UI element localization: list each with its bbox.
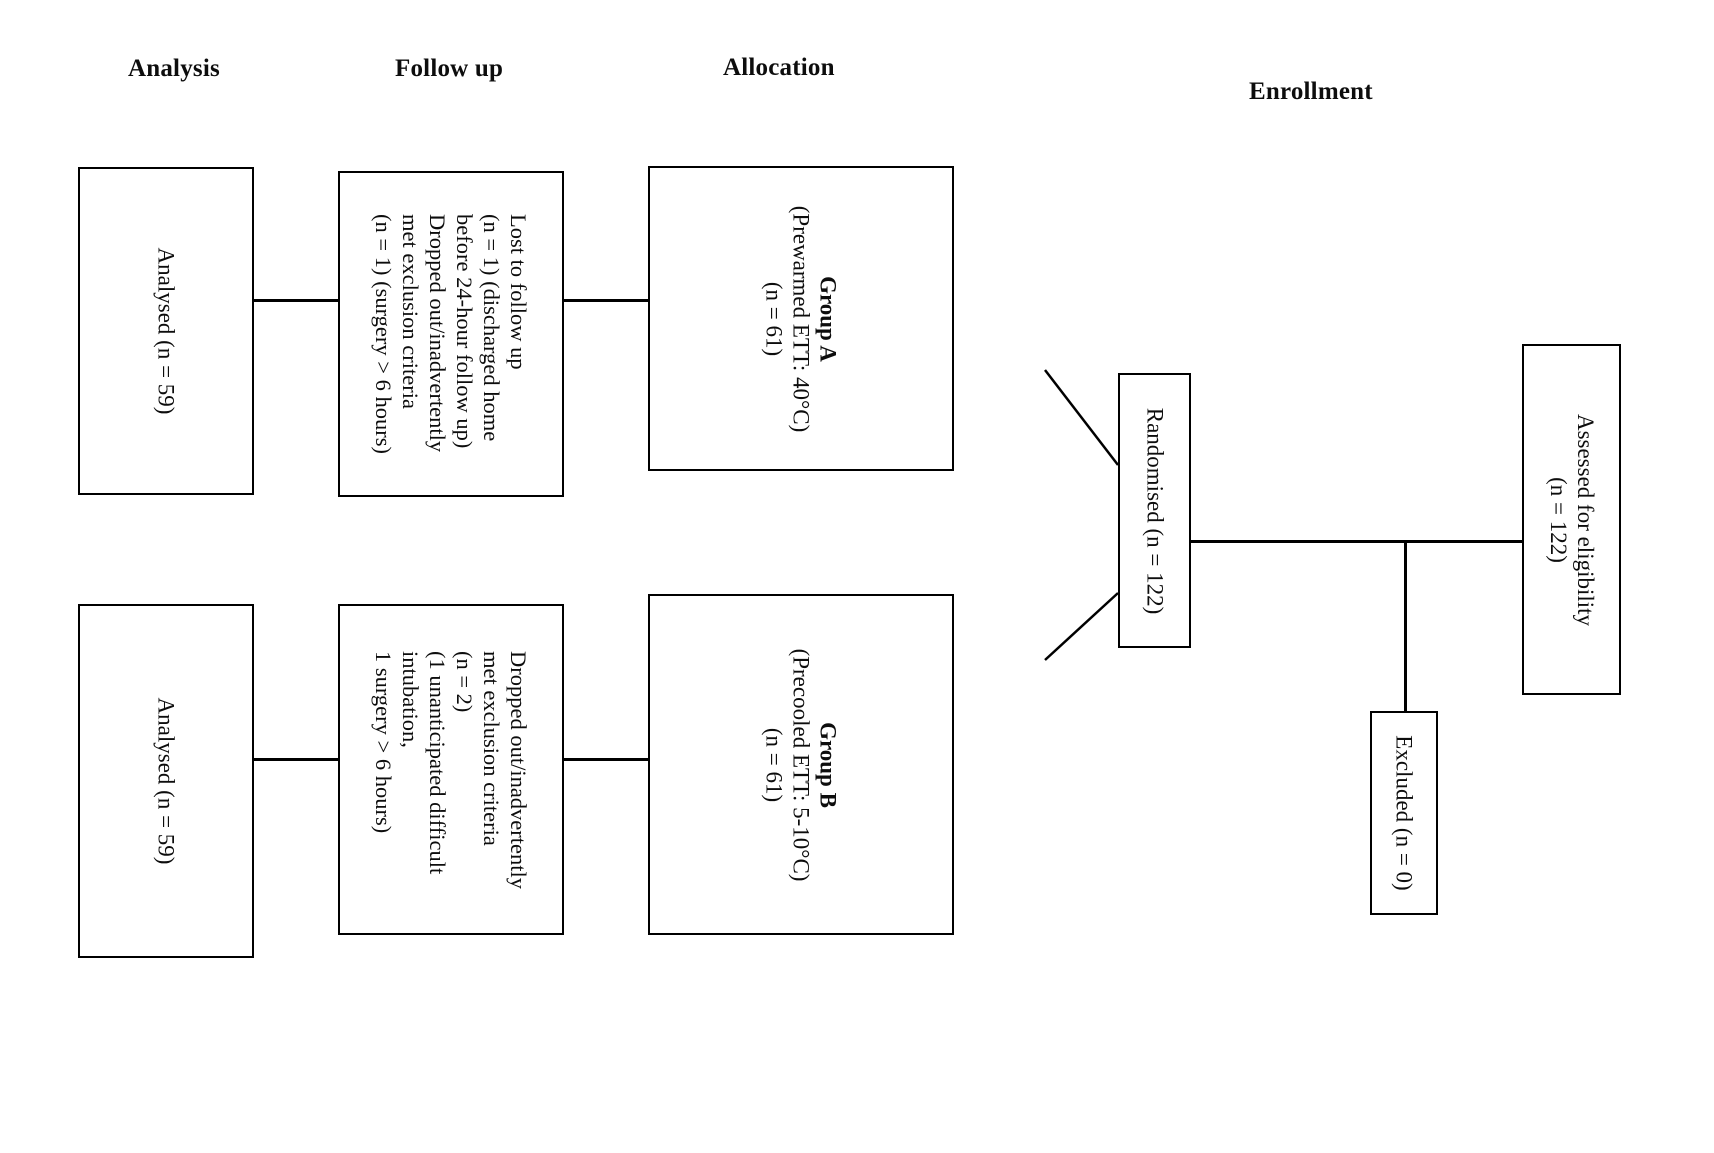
- connector-group-a-to-followup-a: [563, 299, 649, 302]
- node-excluded-text: Excluded (n = 0): [1390, 735, 1417, 890]
- followup-a-line-5: met exclusion criteria: [398, 214, 423, 409]
- followup-a-line-6: (n = 1) (surgery > 6 hours): [371, 214, 396, 454]
- randomised-line-1: Randomised (n = 122): [1142, 407, 1168, 614]
- followup-a-line-1: Lost to follow up: [506, 214, 531, 370]
- node-randomised-text: Randomised (n = 122): [1141, 407, 1168, 614]
- followup-b-line-1: Dropped out/inadvertently: [506, 650, 531, 889]
- node-excluded: Excluded (n = 0): [1370, 711, 1438, 915]
- node-group-a: Group A (Prewarmed ETT: 40°C) (n = 61): [648, 166, 954, 471]
- connector-followup-b-to-analysed-b: [253, 758, 339, 761]
- node-analysed-b-text: Analysed (n = 59): [152, 698, 179, 865]
- node-followup-b: Dropped out/inadvertently met exclusion …: [338, 604, 564, 935]
- node-group-b-text: Group B (Precooled ETT: 5-10°C) (n = 61): [760, 648, 841, 881]
- node-group-b: Group B (Precooled ETT: 5-10°C) (n = 61): [648, 594, 954, 935]
- connector-randomised-to-group-b: [1044, 592, 1119, 661]
- stage-header-analysis: Analysis: [128, 55, 220, 82]
- stage-header-follow-up: Follow up: [395, 55, 504, 82]
- node-group-a-text: Group A (Prewarmed ETT: 40°C) (n = 61): [760, 205, 841, 432]
- group-b-line-2: (Precooled ETT: 5-10°C): [788, 648, 814, 881]
- followup-b-line-6: 1 surgery > 6 hours): [371, 650, 396, 833]
- node-analysed-b: Analysed (n = 59): [78, 604, 254, 958]
- node-followup-b-text: Dropped out/inadvertently met exclusion …: [370, 650, 532, 888]
- node-followup-a-text: Lost to follow up (n = 1) (discharged ho…: [370, 214, 532, 454]
- analysed-a-line-1: Analysed (n = 59): [153, 247, 179, 415]
- connector-randomised-branches: [1044, 369, 1119, 661]
- excluded-line-1: Excluded (n = 0): [1391, 735, 1417, 891]
- group-a-line-1: Group A: [815, 275, 841, 362]
- followup-a-line-2: (n = 1) (discharged home: [479, 214, 504, 442]
- node-assessed-for-eligibility: Assessed for eligibility (n = 122): [1522, 344, 1621, 695]
- connector-followup-a-to-analysed-a: [253, 299, 339, 302]
- analysed-b-line-1: Analysed (n = 59): [153, 697, 179, 865]
- followup-a-line-3: before 24-hour follow up): [452, 214, 477, 449]
- followup-a-line-4: Dropped out/inadvertently: [425, 214, 450, 453]
- group-a-line-2: (Prewarmed ETT: 40°C): [788, 205, 814, 432]
- followup-b-line-3: (n = 2): [452, 650, 477, 712]
- followup-b-line-2: met exclusion criteria: [479, 650, 504, 846]
- group-b-line-1: Group B: [815, 721, 841, 808]
- node-analysed-a-text: Analysed (n = 59): [152, 248, 179, 415]
- stage-header-enrollment: Enrollment: [1249, 78, 1373, 105]
- assessed-line-2: (n = 122): [1545, 476, 1571, 563]
- node-assessed-for-eligibility-text: Assessed for eligibility (n = 122): [1544, 413, 1598, 625]
- connector-randomised-to-group-a: [1044, 369, 1119, 466]
- node-followup-a: Lost to follow up (n = 1) (discharged ho…: [338, 171, 564, 497]
- node-randomised: Randomised (n = 122): [1118, 373, 1191, 648]
- group-a-line-3: (n = 61): [761, 281, 787, 356]
- assessed-line-1: Assessed for eligibility: [1572, 413, 1598, 626]
- connector-assessed-to-randomised: [1190, 540, 1524, 543]
- node-analysed-a: Analysed (n = 59): [78, 167, 254, 495]
- followup-b-line-5: intubation,: [398, 650, 423, 748]
- connector-excluded-drop: [1404, 540, 1407, 712]
- connector-group-b-to-followup-b: [563, 758, 649, 761]
- followup-b-line-4: (1 unanticipated difficult: [425, 650, 450, 874]
- group-b-line-3: (n = 61): [761, 727, 787, 802]
- stage-header-allocation: Allocation: [723, 54, 835, 81]
